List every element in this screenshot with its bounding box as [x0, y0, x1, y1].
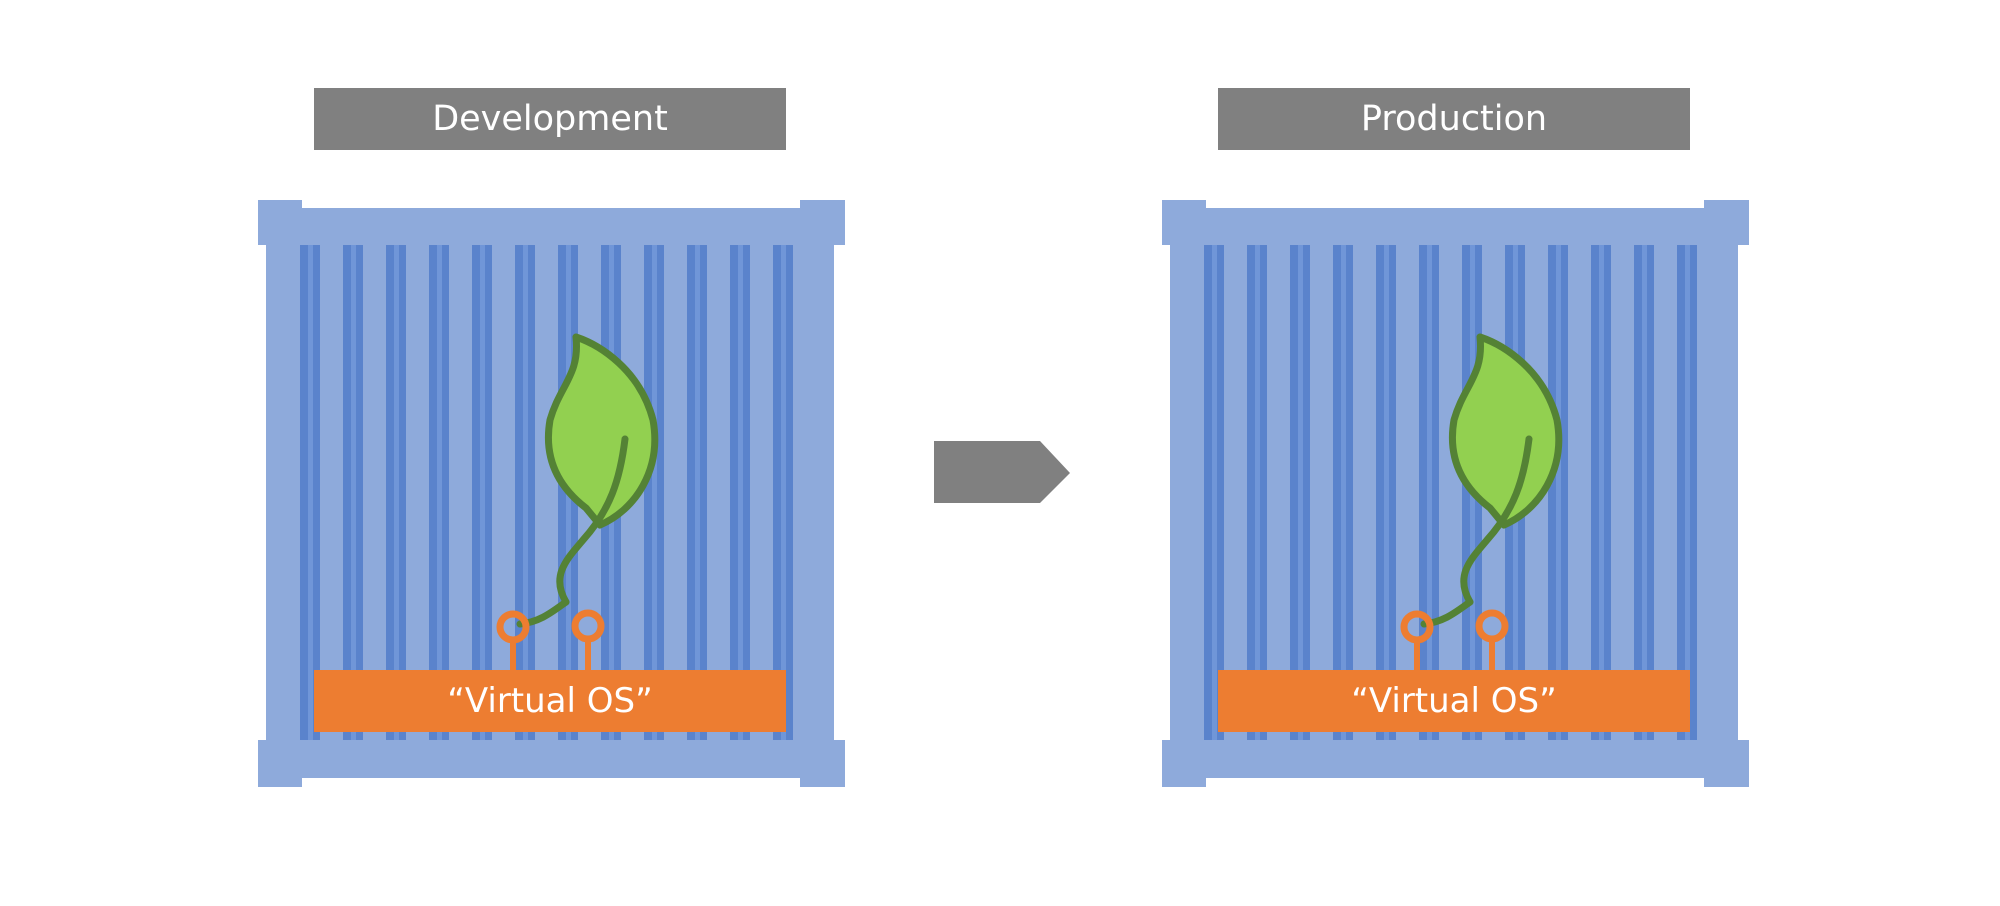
development-container-icon [258, 200, 845, 787]
chevron-arrow-icon [934, 441, 1070, 503]
development-virtual-os-bar: “Virtual OS” [314, 670, 786, 732]
production-container-icon [1162, 200, 1749, 787]
leaf-icon [496, 333, 659, 670]
leaf-icon [1400, 333, 1563, 670]
production-title: Production [1218, 88, 1690, 150]
development-title: Development [314, 88, 786, 150]
production-virtual-os-bar: “Virtual OS” [1218, 670, 1690, 732]
shipping-container-icon [258, 200, 845, 787]
